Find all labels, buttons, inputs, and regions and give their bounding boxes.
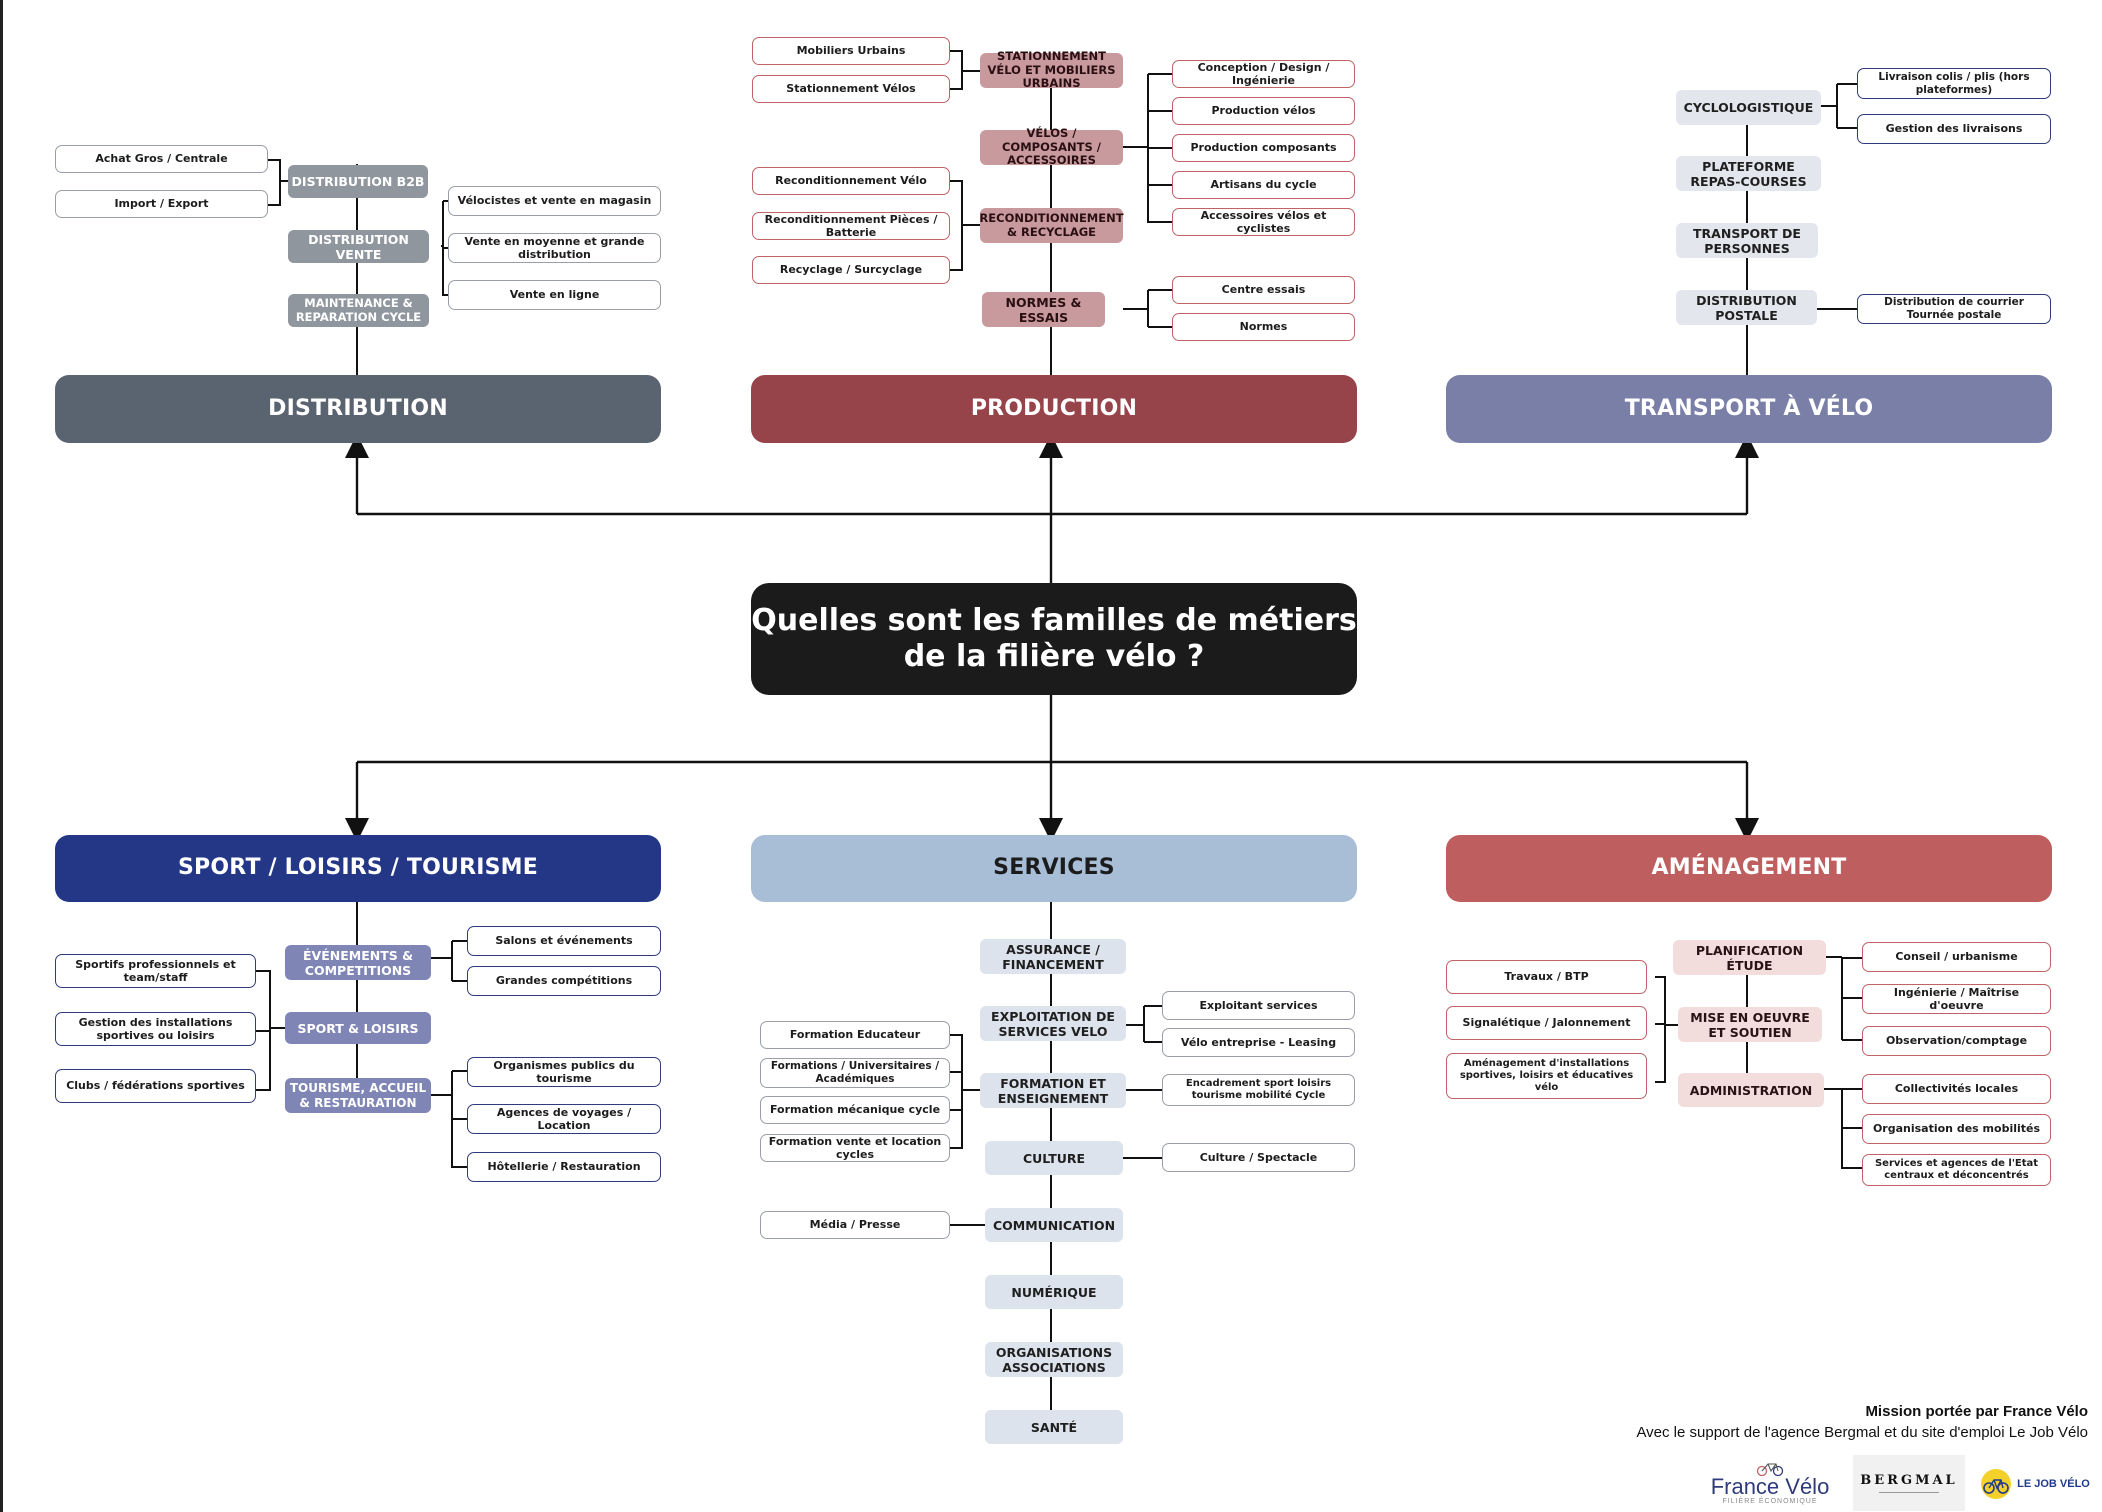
leaf-gestion-installations: Gestion des installations sportives ou l… <box>55 1012 256 1046</box>
leaf-signaletique: Signalétique / Jalonnement <box>1446 1006 1647 1040</box>
logo-france-velo-text: France Vélo <box>1710 1473 1830 1499</box>
category-services: SERVICES <box>751 835 1357 902</box>
sub-evenements: ÉVÉNEMENTS & COMPETITIONS <box>285 945 431 980</box>
category-transport: TRANSPORT À VÉLO <box>1446 375 2052 443</box>
sub-tourisme: TOURISME, ACCUEIL & RESTAURATION <box>285 1078 431 1113</box>
leaf-agences-voyages: Agences de voyages / Location <box>467 1104 661 1134</box>
sub-transport-personnes: TRANSPORT DE PERSONNES <box>1676 223 1818 258</box>
sub-reconditionnement: RECONDITIONNEMENT & RECYCLAGE <box>979 208 1124 243</box>
leaf-normes: Normes <box>1172 313 1355 341</box>
footer-support: Avec le support de l'agence Bergmal et d… <box>1636 1424 2088 1441</box>
sub-normes-essais: NORMES & ESSAIS <box>982 292 1105 327</box>
sub-velos-composants: VÉLOS / COMPOSANTS / ACCESSOIRES <box>980 126 1123 167</box>
leaf-exploitant-services: Exploitant services <box>1162 991 1355 1020</box>
central-question-line2: de la filière vélo ? <box>903 639 1205 674</box>
category-amenagement: AMÉNAGEMENT <box>1446 835 2052 902</box>
leaf-import-export: Import / Export <box>55 190 268 218</box>
leaf-formation-vente: Formation vente et location cycles <box>760 1134 950 1162</box>
logo-france-velo: France Vélo FILIÈRE ÉCONOMIQUE <box>1700 1458 1840 1508</box>
sub-sport-loisirs: SPORT & LOISIRS <box>285 1012 431 1044</box>
leaf-travaux-btp: Travaux / BTP <box>1446 960 1647 994</box>
sub-formation: FORMATION ET ENSEIGNEMENT <box>980 1073 1126 1108</box>
sub-maintenance: MAINTENANCE & REPARATION CYCLE <box>288 294 429 327</box>
job-velo-bicycle-icon <box>1981 1469 2012 1499</box>
page-border-left <box>0 0 3 1512</box>
sub-plateforme-repas: PLATEFORME REPAS-COURSES <box>1676 156 1821 191</box>
logo-france-velo-sub: FILIÈRE ÉCONOMIQUE <box>1722 1497 1818 1505</box>
leaf-clubs: Clubs / fédérations sportives <box>55 1069 256 1103</box>
sub-culture: CULTURE <box>985 1141 1123 1175</box>
leaf-culture-spectacle: Culture / Spectacle <box>1162 1143 1355 1172</box>
leaf-grandes-competitions: Grandes compétitions <box>467 966 661 996</box>
footer-mission: Mission portée par France Vélo <box>1865 1403 2088 1420</box>
leaf-artisans: Artisans du cycle <box>1172 171 1355 199</box>
leaf-hotellerie: Hôtellerie / Restauration <box>467 1152 661 1182</box>
leaf-grande-distribution: Vente en moyenne et grande distribution <box>448 233 661 263</box>
bicycle-icon <box>1756 1462 1784 1476</box>
leaf-sportifs-pro: Sportifs professionnels et team/staff <box>55 954 256 988</box>
sub-planification: PLANIFICATION ÉTUDE <box>1673 940 1826 975</box>
leaf-centre-essais: Centre essais <box>1172 276 1355 304</box>
sub-assurance: ASSURANCE / FINANCEMENT <box>980 939 1126 974</box>
leaf-velocistes: Vélocistes et vente en magasin <box>448 186 661 216</box>
logo-le-job-velo-text: LE JOB VÉLO <box>2017 1478 2090 1490</box>
sub-distribution-vente: DISTRIBUTION VENTE <box>288 230 429 263</box>
leaf-velo-entreprise: Vélo entreprise - Leasing <box>1162 1028 1355 1057</box>
category-production: PRODUCTION <box>751 375 1357 443</box>
leaf-encadrement-sport: Encadrement sport loisirs tourisme mobil… <box>1162 1074 1355 1106</box>
sub-administration: ADMINISTRATION <box>1678 1073 1824 1107</box>
sub-exploitation: EXPLOITATION DE SERVICES VELO <box>980 1006 1126 1041</box>
logo-bergmal-divider <box>1879 1492 1939 1493</box>
leaf-organisation-mobilites: Organisation des mobilités <box>1862 1114 2051 1144</box>
leaf-amenagement-installations: Aménagement d'installations sportives, l… <box>1446 1053 1647 1099</box>
sub-sante: SANTÉ <box>985 1410 1123 1444</box>
logo-le-job-velo: LE JOB VÉLO <box>1978 1462 2090 1506</box>
leaf-collectivites: Collectivités locales <box>1862 1074 2051 1104</box>
leaf-production-velos: Production vélos <box>1172 97 1355 125</box>
leaf-distribution-courrier: Distribution de courrier Tournée postale <box>1857 294 2051 324</box>
sub-distribution-postale: DISTRIBUTION POSTALE <box>1676 290 1817 325</box>
leaf-formations-universitaires: Formations / Universitaires / Académique… <box>760 1058 950 1088</box>
leaf-media-presse: Média / Presse <box>760 1211 950 1239</box>
logo-bergmal: BERGMAL <box>1853 1455 1965 1511</box>
category-distribution: DISTRIBUTION <box>55 375 661 443</box>
leaf-organismes-tourisme: Organismes publics du tourisme <box>467 1057 661 1087</box>
leaf-mobiliers-urbains: Mobiliers Urbains <box>752 37 950 65</box>
central-question-line1: Quelles sont les familles de métiers <box>751 603 1357 638</box>
leaf-ingenierie: Ingénierie / Maîtrise d'oeuvre <box>1862 984 2051 1014</box>
leaf-stationnement-velos: Stationnement Vélos <box>752 75 950 103</box>
leaf-salons: Salons et événements <box>467 926 661 956</box>
leaf-observation: Observation/comptage <box>1862 1026 2051 1056</box>
leaf-conception: Conception / Design / Ingénierie <box>1172 60 1355 88</box>
category-sport: SPORT / LOISIRS / TOURISME <box>55 835 661 902</box>
leaf-achat-gros: Achat Gros / Centrale <box>55 145 268 173</box>
leaf-reconditionnement-velo: Reconditionnement Vélo <box>752 167 950 195</box>
leaf-conseil-urbanisme: Conseil / urbanisme <box>1862 942 2051 972</box>
sub-distribution-b2b: DISTRIBUTION B2B <box>288 165 428 198</box>
leaf-gestion-livraisons: Gestion des livraisons <box>1857 114 2051 144</box>
sub-communication: COMMUNICATION <box>985 1208 1123 1242</box>
sub-mise-en-oeuvre: MISE EN OEUVRE ET SOUTIEN <box>1678 1007 1822 1042</box>
leaf-services-etat: Services et agences de l'Etat centraux e… <box>1862 1154 2051 1186</box>
leaf-formation-mecanique: Formation mécanique cycle <box>760 1096 950 1124</box>
leaf-accessoires: Accessoires vélos et cyclistes <box>1172 208 1355 236</box>
logo-bergmal-text: BERGMAL <box>1860 1473 1958 1488</box>
sub-cyclologistique: CYCLOLOGISTIQUE <box>1676 90 1821 125</box>
sub-organisations: ORGANISATIONS ASSOCIATIONS <box>985 1342 1123 1377</box>
leaf-vente-en-ligne: Vente en ligne <box>448 280 661 310</box>
sub-stationnement-velo: STATIONNEMENT VÉLO ET MOBILIERS URBAINS <box>980 49 1123 90</box>
leaf-production-composants: Production composants <box>1172 134 1355 162</box>
central-question: Quelles sont les familles de métiers de … <box>751 583 1357 695</box>
leaf-recyclage: Recyclage / Surcyclage <box>752 256 950 284</box>
leaf-formation-educateur: Formation Educateur <box>760 1021 950 1049</box>
sub-numerique: NUMÉRIQUE <box>985 1275 1123 1309</box>
leaf-reconditionnement-pieces: Reconditionnement Pièces / Batterie <box>752 212 950 240</box>
leaf-livraison-colis: Livraison colis / plis (hors plateformes… <box>1857 68 2051 99</box>
